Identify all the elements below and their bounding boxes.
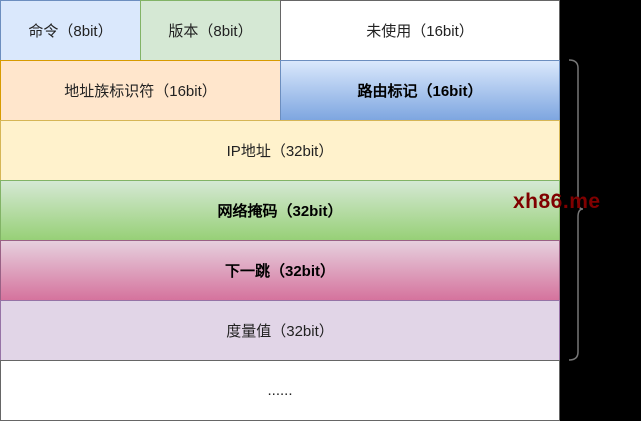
route-entry-brace: [568, 59, 584, 361]
field-subnet-mask: 网络掩码（32bit）: [0, 180, 560, 241]
field-ip-address: IP地址（32bit）: [0, 120, 560, 181]
field-address-family: 地址族标识符（16bit）: [0, 60, 281, 121]
field-metric: 度量值（32bit）: [0, 300, 560, 361]
watermark: xh86.me: [513, 190, 601, 213]
field-more: ......: [0, 360, 560, 421]
field-command: 命令（8bit）: [0, 0, 141, 61]
field-unused: 未使用（16bit）: [280, 0, 560, 61]
field-next-hop: 下一跳（32bit）: [0, 240, 560, 301]
field-route-tag: 路由标记（16bit）: [280, 60, 560, 121]
field-version: 版本（8bit）: [140, 0, 281, 61]
